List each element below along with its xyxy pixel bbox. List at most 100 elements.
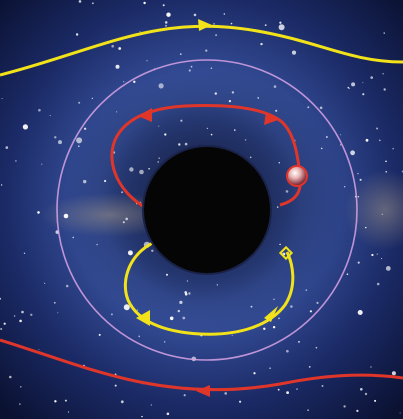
star (230, 22, 233, 25)
star (30, 313, 33, 316)
black-hole (142, 145, 272, 275)
star (213, 23, 215, 25)
star (291, 50, 297, 55)
star (234, 129, 236, 131)
star (382, 73, 384, 75)
star (286, 349, 289, 353)
star (378, 139, 381, 142)
star (224, 392, 227, 395)
star (290, 305, 293, 308)
star (96, 243, 98, 246)
star (72, 236, 74, 239)
star (78, 0, 82, 3)
star (356, 409, 359, 412)
star (182, 316, 186, 320)
star (357, 173, 359, 175)
star (64, 399, 67, 402)
star (125, 217, 128, 221)
star (179, 300, 183, 304)
star (210, 67, 213, 69)
arrowhead-icon (196, 385, 210, 397)
star (158, 83, 164, 89)
star (183, 394, 186, 397)
star (340, 134, 342, 136)
star (41, 163, 43, 165)
star (231, 91, 235, 94)
star (210, 133, 213, 136)
star (166, 12, 171, 17)
star (0, 184, 3, 186)
star (169, 316, 174, 321)
arrowhead-icon (198, 19, 212, 31)
star (257, 97, 260, 99)
star (399, 412, 401, 414)
star (249, 156, 252, 159)
star (316, 301, 319, 304)
star (357, 261, 360, 264)
star (296, 388, 298, 390)
star (371, 253, 374, 257)
star (370, 76, 374, 79)
star (179, 53, 182, 55)
star (263, 327, 266, 330)
star (357, 310, 363, 315)
star (157, 161, 159, 163)
star (188, 69, 191, 72)
photon-ring (56, 59, 358, 361)
star (139, 169, 144, 175)
star (118, 47, 122, 50)
star (351, 82, 356, 87)
star (362, 82, 364, 84)
star (305, 289, 308, 291)
star (0, 297, 1, 300)
star (44, 282, 46, 284)
star (5, 146, 9, 149)
star (120, 400, 124, 404)
star (3, 322, 6, 325)
star (385, 266, 391, 271)
star (278, 162, 280, 164)
star (381, 258, 383, 260)
star (158, 125, 160, 127)
star (129, 252, 132, 255)
star (340, 144, 342, 146)
star (278, 24, 285, 31)
star (277, 388, 280, 391)
star (269, 367, 271, 370)
star (343, 186, 346, 188)
star (76, 137, 83, 144)
star (278, 317, 280, 320)
star (360, 388, 363, 391)
star (133, 80, 136, 84)
star (122, 221, 125, 224)
star (19, 403, 21, 405)
star (78, 101, 81, 104)
star (137, 309, 138, 311)
star (164, 133, 167, 136)
star (139, 31, 141, 33)
star (223, 13, 225, 15)
arrowhead-icon (264, 306, 278, 322)
star (376, 282, 380, 286)
galactic-glow-right (345, 170, 403, 250)
star (307, 106, 310, 109)
star (151, 249, 154, 252)
star (104, 179, 107, 183)
star (38, 108, 41, 112)
star (319, 106, 323, 110)
star (381, 213, 383, 215)
star (383, 32, 385, 34)
star (348, 87, 350, 90)
star (178, 143, 181, 146)
arrowhead-icon (136, 310, 150, 326)
star (376, 253, 378, 255)
star (193, 13, 197, 17)
star (158, 157, 160, 159)
star (184, 292, 188, 296)
star (391, 371, 396, 376)
star (123, 81, 125, 83)
star (98, 333, 101, 336)
star (277, 206, 279, 208)
star (165, 24, 167, 27)
